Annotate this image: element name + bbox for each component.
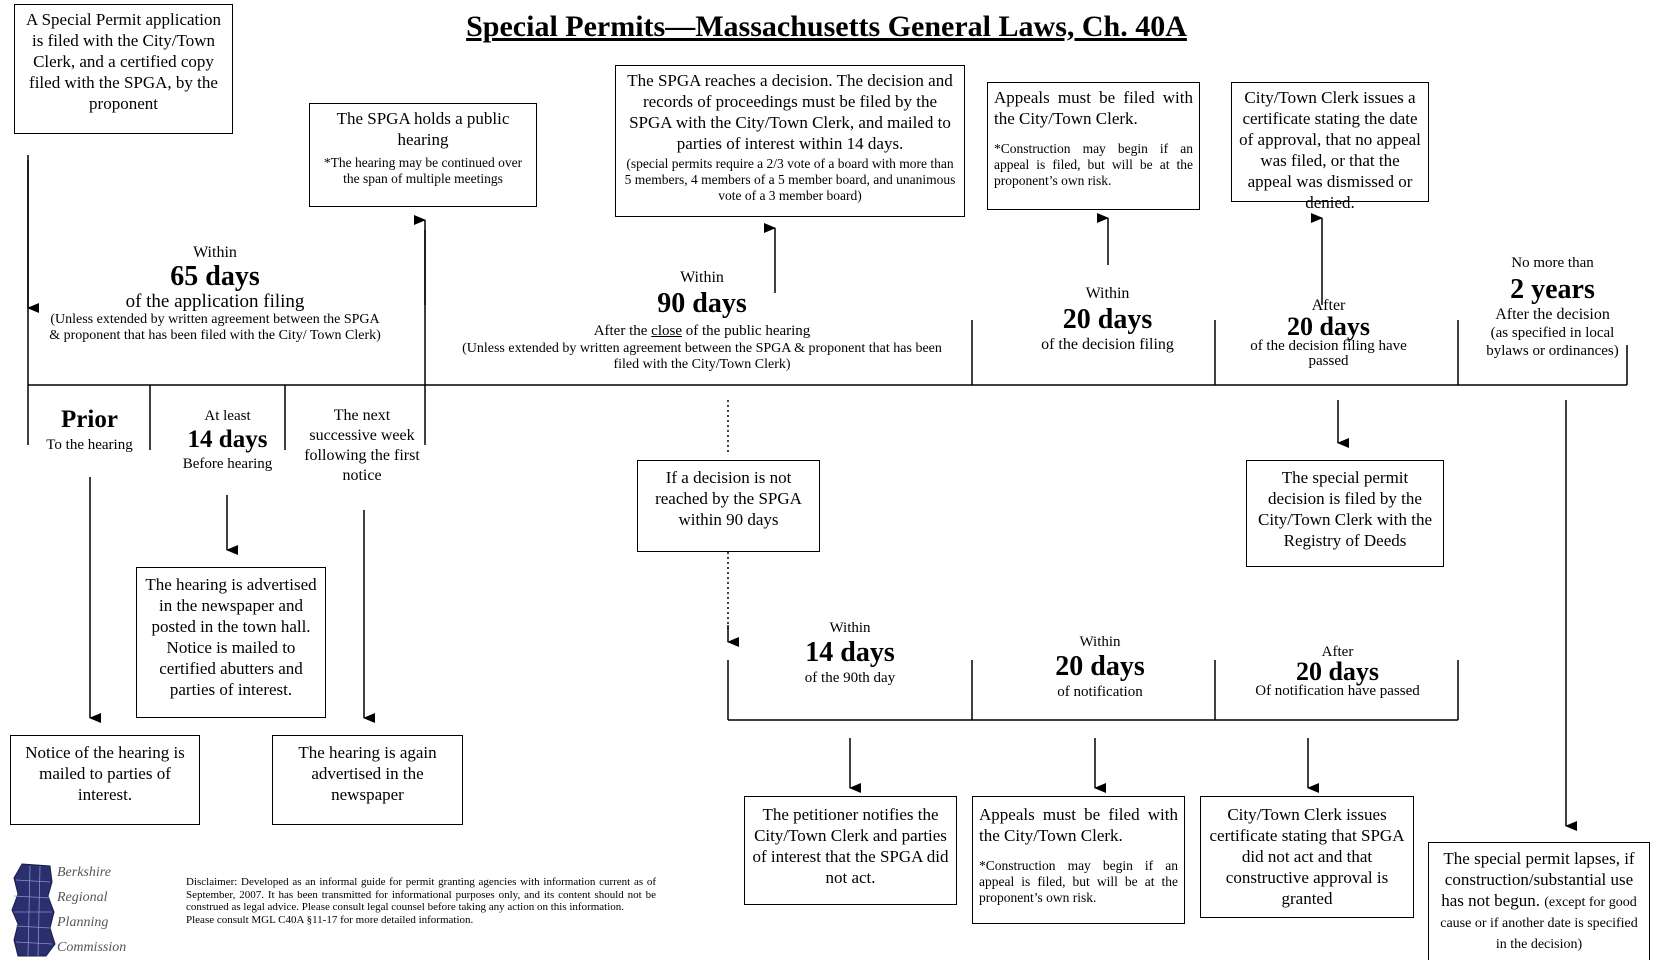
- within20d-pre: Within: [1085, 285, 1130, 302]
- lapse-text: The special permit lapses, if constructi…: [1441, 849, 1635, 910]
- after20d-sub: of the decision filing have passed: [1250, 338, 1407, 369]
- advertised-text: The hearing is advertised in the newspap…: [145, 575, 317, 699]
- atleast14-sub: Before hearing: [182, 456, 273, 472]
- within-65-days-label: Within 65 days of the application filing…: [40, 243, 390, 344]
- within90-big: 90 days: [657, 288, 747, 319]
- within90-after: After the close of the public hearing: [594, 323, 811, 339]
- within65-sub: (Unless extended by written agreement be…: [49, 312, 381, 343]
- within90-pre: Within: [680, 269, 724, 286]
- appeals-bottom-text: Appeals must be filed with the City/Town…: [979, 805, 1178, 845]
- decision-text: The SPGA reaches a decision. The decisio…: [627, 71, 953, 153]
- w14-sub: of the 90th day: [804, 670, 896, 686]
- berkshire-county-map-icon: [11, 863, 56, 957]
- constructive-approval-box: City/Town Clerk issues certificate stati…: [1200, 796, 1414, 918]
- nextweek-text: The next successive week following the f…: [304, 407, 420, 484]
- nomore2-pre: No more than: [1511, 255, 1594, 271]
- again-advertised-text: The hearing is again advertised in the n…: [298, 743, 437, 804]
- appeals-top-box: Appeals must be filed with the City/Town…: [987, 82, 1200, 210]
- not-reached-box: If a decision is not reached by the SPGA…: [637, 460, 820, 552]
- prior-label: Prior To the hearing: [32, 405, 147, 455]
- page-title: Special Permits—Massachusetts General La…: [466, 10, 1187, 43]
- notice-mailed-text: Notice of the hearing is mailed to parti…: [25, 743, 185, 804]
- lapse-box: The special permit lapses, if constructi…: [1428, 842, 1650, 960]
- disclaimer: Disclaimer: Developed as an informal gui…: [186, 876, 656, 926]
- w20n-sub: of notification: [1057, 684, 1143, 700]
- nomore2-big: 2 years: [1510, 274, 1595, 305]
- disclaimer-reference: Please consult MGL C40A §11-17 for more …: [186, 913, 474, 926]
- atleast14-pre: At least: [204, 408, 251, 424]
- logo-line-3: Planning: [57, 915, 109, 930]
- lapse-note: (except for good cause or if another dat…: [1440, 895, 1638, 952]
- within-20-days-notification-label: Within 20 days of notification: [985, 632, 1215, 702]
- within90-after-u: close: [651, 323, 682, 339]
- after-20-days-decision-label: After 20 days of the decision filing hav…: [1226, 296, 1431, 369]
- certificate-top-text: City/Town Clerk issues a certificate sta…: [1239, 88, 1421, 212]
- w14-pre: Within: [829, 620, 871, 636]
- prior-sub: To the hearing: [46, 437, 133, 453]
- application-text: A Special Permit application is filed wi…: [26, 10, 221, 113]
- within90-after-b: of the public hearing: [682, 323, 811, 339]
- constructive-approval-text: City/Town Clerk issues certificate stati…: [1209, 805, 1405, 908]
- w20n-pre: Within: [1079, 634, 1121, 650]
- logo-line-1: Berkshire: [57, 865, 111, 880]
- petitioner-box: The petitioner notifies the City/Town Cl…: [744, 796, 957, 905]
- after20d-pre: After: [1311, 297, 1346, 314]
- registry-box: The special permit decision is filed by …: [1246, 460, 1444, 567]
- not-reached-text: If a decision is not reached by the SPGA…: [655, 468, 802, 529]
- within65-pre: Within: [193, 244, 237, 261]
- logo-line-4: Commission: [57, 940, 127, 955]
- no-more-than-2-years-label: No more than 2 years After the decision …: [1465, 253, 1640, 360]
- public-hearing-text: The SPGA holds a public hearing: [336, 109, 510, 149]
- within90-sub: (Unless extended by written agreement be…: [462, 341, 942, 372]
- a20n-pre: After: [1321, 644, 1354, 660]
- within65-mid: of the application filing: [125, 291, 305, 312]
- within65-big: 65 days: [170, 261, 260, 292]
- appeals-bottom-note: *Construction may begin if an appeal is …: [979, 858, 1178, 905]
- after20d-big: 20 days: [1286, 312, 1371, 341]
- within-14-days-90th-label: Within 14 days of the 90th day: [745, 618, 955, 688]
- atleast14-big: 14 days: [187, 426, 268, 453]
- nomore2-sub: (as specified in local bylaws or ordinan…: [1486, 325, 1619, 359]
- again-advertised-box: The hearing is again advertised in the n…: [272, 735, 463, 825]
- within-20-days-decision-label: Within 20 days of the decision filing: [990, 284, 1225, 354]
- registry-text: The special permit decision is filed by …: [1258, 468, 1432, 550]
- appeals-top-text: Appeals must be filed with the City/Town…: [994, 88, 1193, 128]
- logo-text: Berkshire Regional Planning Commission: [57, 860, 126, 960]
- within20d-mid: of the decision filing: [1041, 336, 1174, 353]
- decision-note: (special permits require a 2/3 vote of a…: [624, 156, 956, 203]
- prior-big: Prior: [61, 406, 118, 433]
- decision-box: The SPGA reaches a decision. The decisio…: [615, 65, 965, 217]
- nomore2-mid: After the decision: [1495, 306, 1610, 323]
- petitioner-text: The petitioner notifies the City/Town Cl…: [752, 805, 949, 887]
- w14-big: 14 days: [805, 637, 895, 668]
- public-hearing-note: *The hearing may be continued over the s…: [323, 155, 523, 186]
- logo-line-2: Regional: [57, 890, 108, 905]
- advertised-box: The hearing is advertised in the newspap…: [136, 567, 326, 718]
- public-hearing-box: The SPGA holds a public hearing *The hea…: [309, 103, 537, 207]
- at-least-14-days-label: At least 14 days Before hearing: [155, 406, 300, 474]
- application-box: A Special Permit application is filed wi…: [14, 4, 233, 134]
- after-20-days-notification-label: After 20 days Of notification have passe…: [1220, 645, 1455, 699]
- next-week-label: The next successive week following the f…: [303, 406, 421, 486]
- a20n-big: 20 days: [1295, 657, 1380, 686]
- w20n-big: 20 days: [1055, 651, 1145, 682]
- a20n-sub: Of notification have passed: [1255, 683, 1420, 699]
- within90-after-a: After the: [593, 323, 652, 339]
- certificate-top-box: City/Town Clerk issues a certificate sta…: [1231, 82, 1429, 212]
- disclaimer-text: Disclaimer: Developed as an informal gui…: [186, 876, 656, 913]
- notice-mailed-box: Notice of the hearing is mailed to parti…: [10, 735, 200, 825]
- within20d-big: 20 days: [1062, 304, 1153, 335]
- appeals-bottom-box: Appeals must be filed with the City/Town…: [972, 796, 1185, 924]
- within-90-days-label: Within 90 days After the close of the pu…: [452, 268, 952, 373]
- appeals-top-note: *Construction may begin if an appeal is …: [994, 141, 1193, 188]
